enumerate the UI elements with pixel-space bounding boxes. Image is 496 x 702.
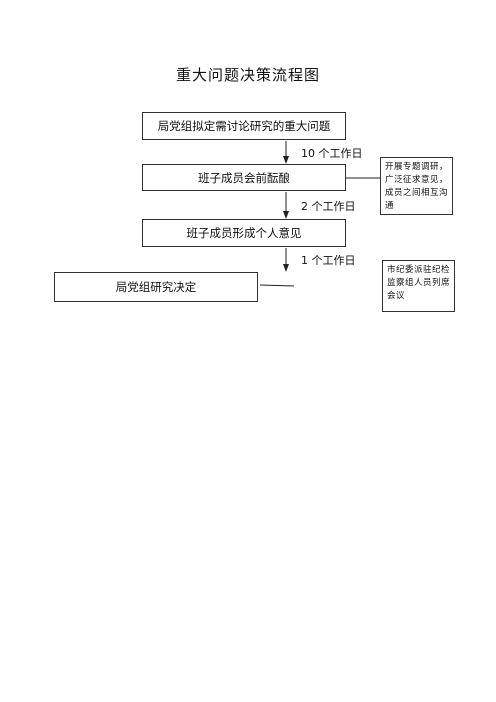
- step-1-box: 局党组拟定需讨论研究的重大问题: [142, 112, 346, 140]
- interval-1-label: 10 个工作日: [301, 147, 363, 160]
- note-research-box: 开展专题调研，广泛征求意见，成员之间相互沟通: [380, 157, 453, 215]
- step-2-box: 班子成员会前酝酿: [142, 164, 346, 191]
- step-1-label: 局党组拟定需讨论研究的重大问题: [157, 119, 331, 133]
- note-research-text: 开展专题调研，广泛征求意见，成员之间相互沟通: [385, 162, 449, 211]
- step-2-label: 班子成员会前酝酿: [198, 170, 290, 185]
- page-title: 重大问题决策流程图: [175, 66, 320, 84]
- note-2-connector: [259, 284, 295, 287]
- step-4-box: 局党组研究决定: [54, 272, 258, 302]
- step-4-label: 局党组研究决定: [115, 280, 197, 294]
- interval-2-label: 2 个工作日: [301, 200, 356, 213]
- note-supervision-text: 市纪委派驻纪检监察组人员列席会议: [387, 265, 451, 301]
- interval-3-label: 1 个工作日: [301, 254, 356, 267]
- step-3-label: 班子成员形成个人意见: [186, 226, 302, 240]
- step-3-box: 班子成员形成个人意见: [142, 219, 346, 247]
- note-supervision-box: 市纪委派驻纪检监察组人员列席会议: [382, 260, 455, 312]
